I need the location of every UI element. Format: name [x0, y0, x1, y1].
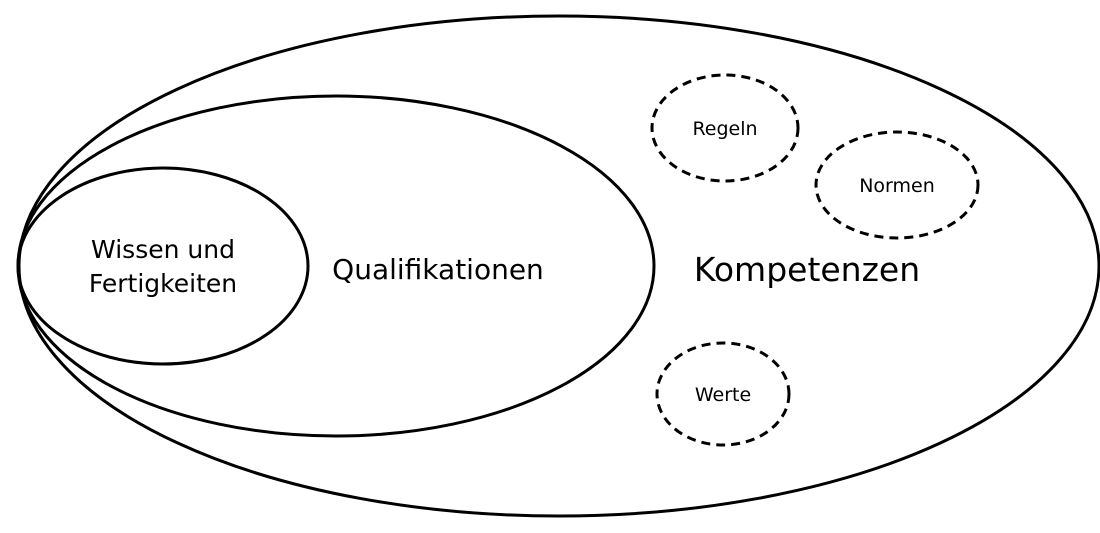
label-inner-line1: Wissen und [91, 235, 235, 264]
circle-werte [655, 341, 791, 447]
label-qualifikationen: Qualifikationen [332, 253, 544, 286]
circle-normen [814, 130, 980, 240]
label-werte: Werte [695, 384, 751, 406]
label-kompetenzen: Kompetenzen [694, 250, 920, 289]
ellipse-wissen-und-fertigkeiten [16, 166, 310, 366]
label-inner-line2: Fertigkeiten [89, 269, 237, 298]
circle-regeln [650, 73, 800, 183]
label-regeln: Regeln [692, 118, 757, 140]
ellipse-kompetenzen [17, 14, 1100, 518]
label-normen: Normen [859, 175, 935, 197]
